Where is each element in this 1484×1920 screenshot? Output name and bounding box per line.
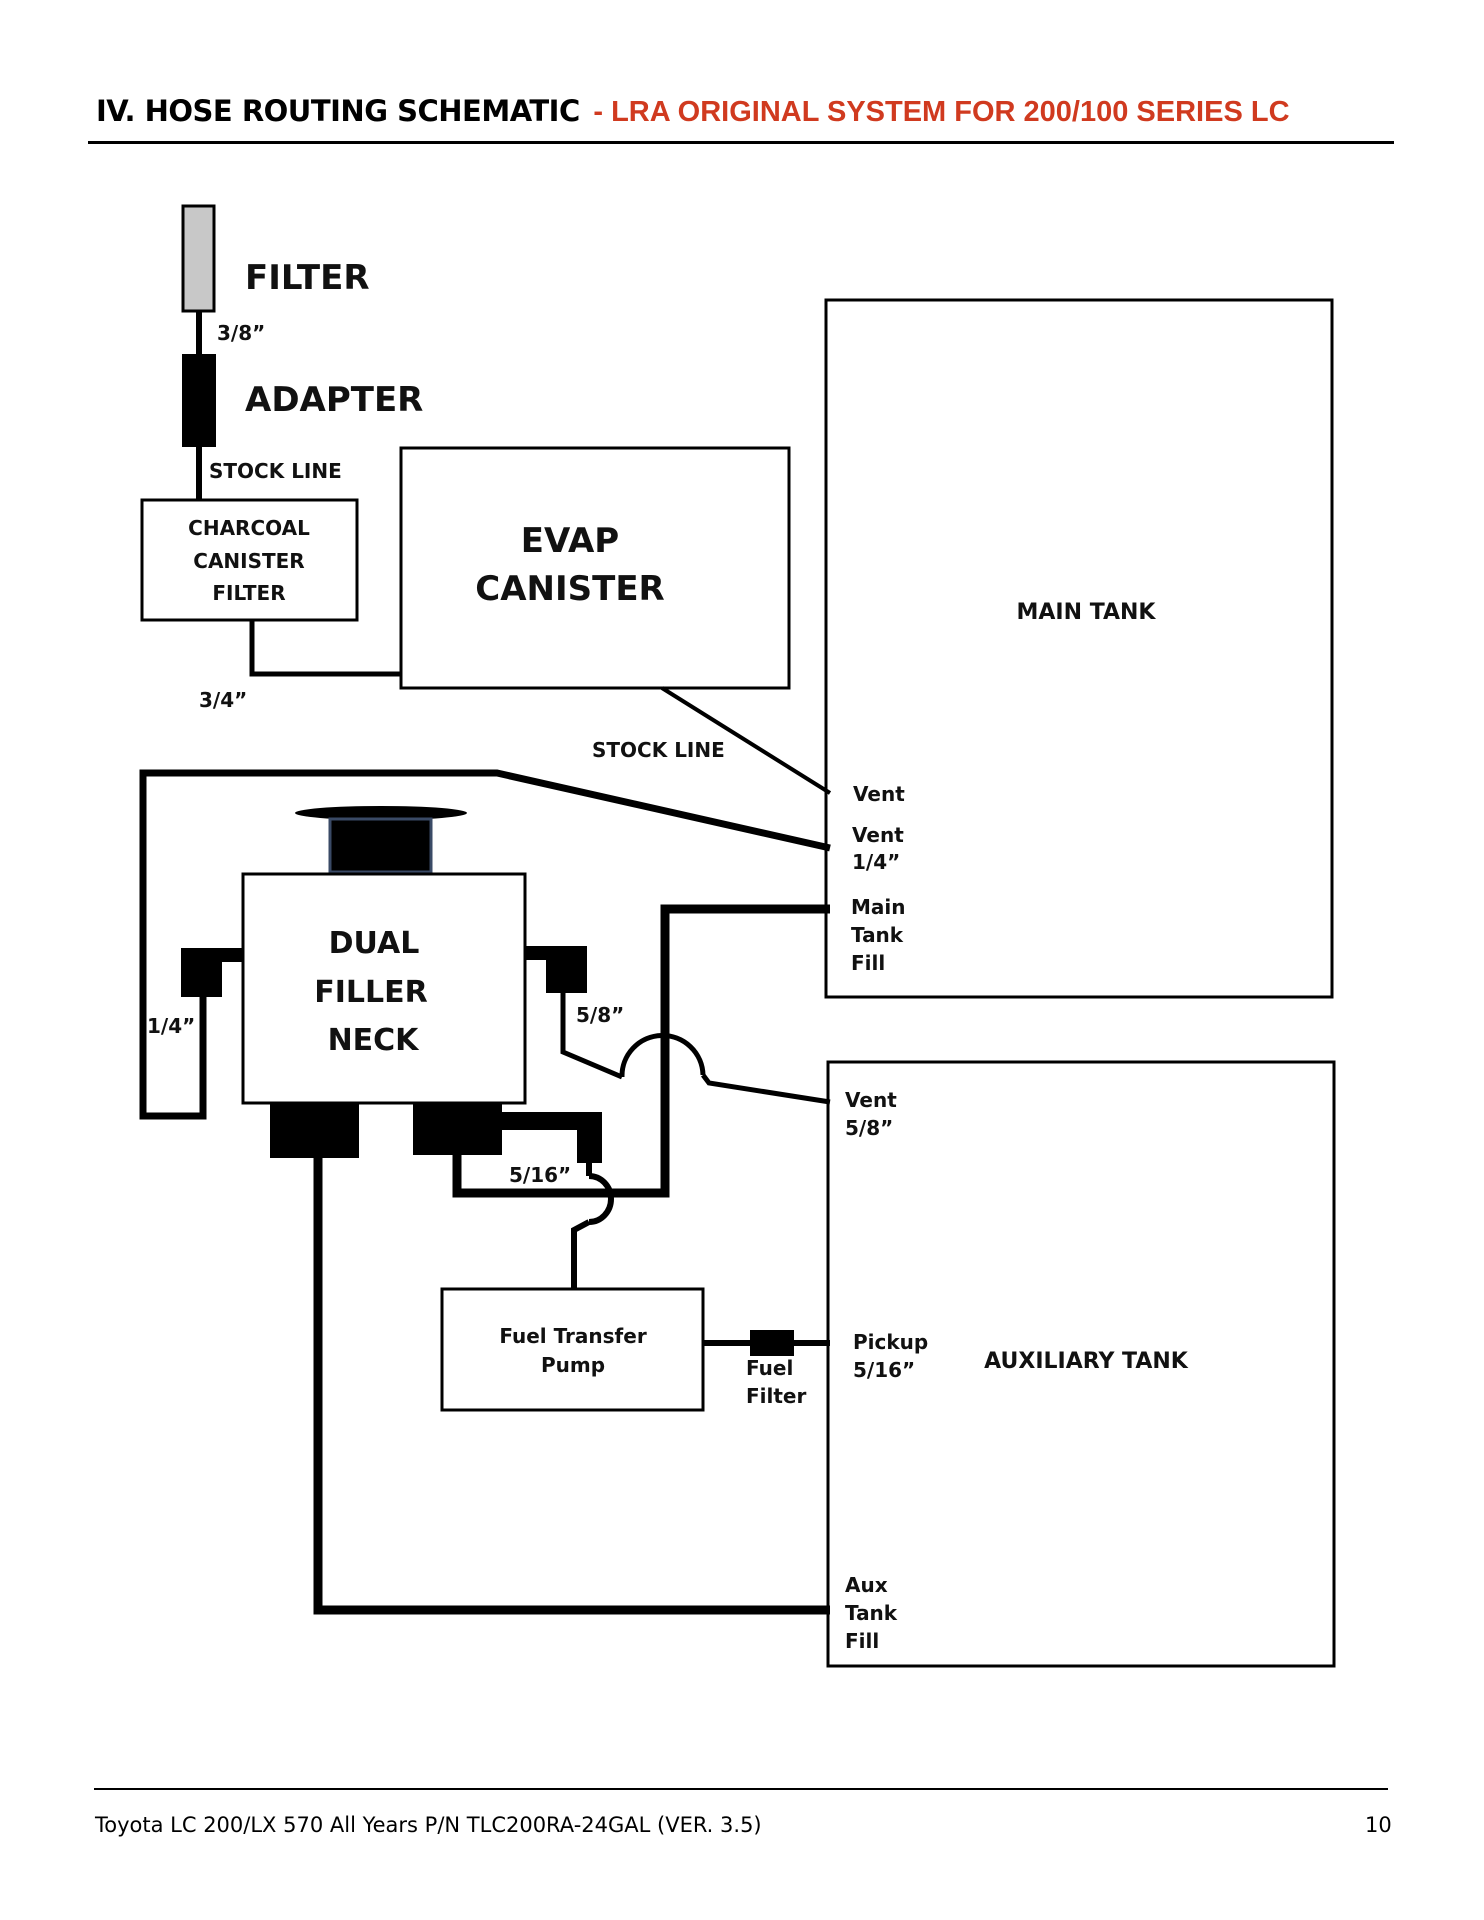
label-stock-line-1: STOCK LINE <box>209 459 342 483</box>
label-fuel-filter-1: Fuel <box>746 1356 793 1380</box>
bottom-left-port <box>270 1103 359 1158</box>
label-main-fill-3: Fill <box>851 951 885 975</box>
main-tank-box <box>824 298 1334 999</box>
label-aux-fill-3: Fill <box>845 1629 879 1653</box>
page-heading: IV. HOSE ROUTING SCHEMATIC - LRA ORIGINA… <box>96 94 1290 129</box>
label-5-16: 5/16” <box>509 1163 571 1187</box>
hose-pump-hop <box>588 1173 614 1225</box>
label-evap-1: EVAP <box>521 521 619 561</box>
left-port <box>181 948 243 997</box>
label-3-4: 3/4” <box>199 688 247 712</box>
filter-element <box>181 204 216 313</box>
label-charcoal-1: CHARCOAL <box>188 516 310 540</box>
stock-line-evap-main <box>660 686 832 795</box>
label-pickup: Pickup <box>853 1330 928 1354</box>
label-dual-3: NECK <box>328 1023 421 1058</box>
filler-cap-neck <box>328 817 433 874</box>
hose-charcoal-evap <box>249 620 401 677</box>
bottom-mid-port <box>413 1103 502 1155</box>
label-dual-2: FILLER <box>314 975 427 1010</box>
auxiliary-tank-box <box>826 1060 1336 1668</box>
label-main-fill-2: Tank <box>851 923 904 947</box>
heading-title: IV. HOSE ROUTING SCHEMATIC <box>96 94 580 128</box>
label-charcoal-2: CANISTER <box>193 549 304 573</box>
label-1-4: 1/4” <box>147 1014 195 1038</box>
filler-cap <box>295 806 467 820</box>
evap-canister-box <box>399 446 791 690</box>
label-charcoal-3: FILTER <box>212 581 285 605</box>
footer-rule <box>94 1788 1388 1790</box>
label-5-8: 5/8” <box>576 1003 624 1027</box>
label-3-8: 3/8” <box>217 321 265 345</box>
label-vent-2-size: 1/4” <box>852 850 900 874</box>
label-aux-vent: Vent <box>845 1088 897 1112</box>
heading-rule <box>88 141 1394 144</box>
label-adapter: ADAPTER <box>245 380 423 420</box>
label-dual-1: DUAL <box>329 926 420 961</box>
label-pickup-size: 5/16” <box>853 1358 915 1382</box>
label-auxiliary-tank: AUXILIARY TANK <box>984 1349 1189 1374</box>
hose-main-tank-fill <box>452 904 830 1198</box>
label-aux-vent-size: 5/8” <box>845 1116 893 1140</box>
label-pump-2: Pump <box>541 1353 605 1377</box>
label-main-tank: MAIN TANK <box>1017 600 1157 625</box>
label-filter: FILTER <box>245 258 370 298</box>
hose-vent-5-8-a <box>560 993 623 1080</box>
footer-page-number: 10 <box>1365 1813 1392 1837</box>
label-vent-2: Vent <box>852 823 904 847</box>
hose-vent-5-8-b <box>701 1073 831 1105</box>
label-evap-2: CANISTER <box>475 569 664 609</box>
label-pump-1: Fuel Transfer <box>499 1324 647 1348</box>
hose-aux-tank-fill <box>313 1158 830 1615</box>
footer-document-info: Toyota LC 200/LX 570 All Years P/N TLC20… <box>95 1813 762 1837</box>
hose-vent-1-4 <box>139 769 831 1120</box>
hose-pump-down <box>571 1219 591 1289</box>
bottom-right-port <box>502 1112 602 1163</box>
label-vent-1: Vent <box>853 782 905 806</box>
dual-filler-neck-box <box>241 872 527 1105</box>
fuel-transfer-pump-box <box>440 1287 705 1412</box>
adapter-element <box>182 354 216 447</box>
label-main-fill-1: Main <box>851 895 906 919</box>
label-stock-line-2: STOCK LINE <box>592 738 725 762</box>
fuel-filter-element <box>750 1330 794 1356</box>
heading-subtitle: - LRA ORIGINAL SYSTEM FOR 200/100 SERIES… <box>593 96 1290 128</box>
right-port <box>525 946 587 993</box>
label-fuel-filter-2: Filter <box>746 1384 806 1408</box>
label-aux-fill-2: Tank <box>845 1601 898 1625</box>
label-aux-fill-1: Aux <box>845 1573 888 1597</box>
